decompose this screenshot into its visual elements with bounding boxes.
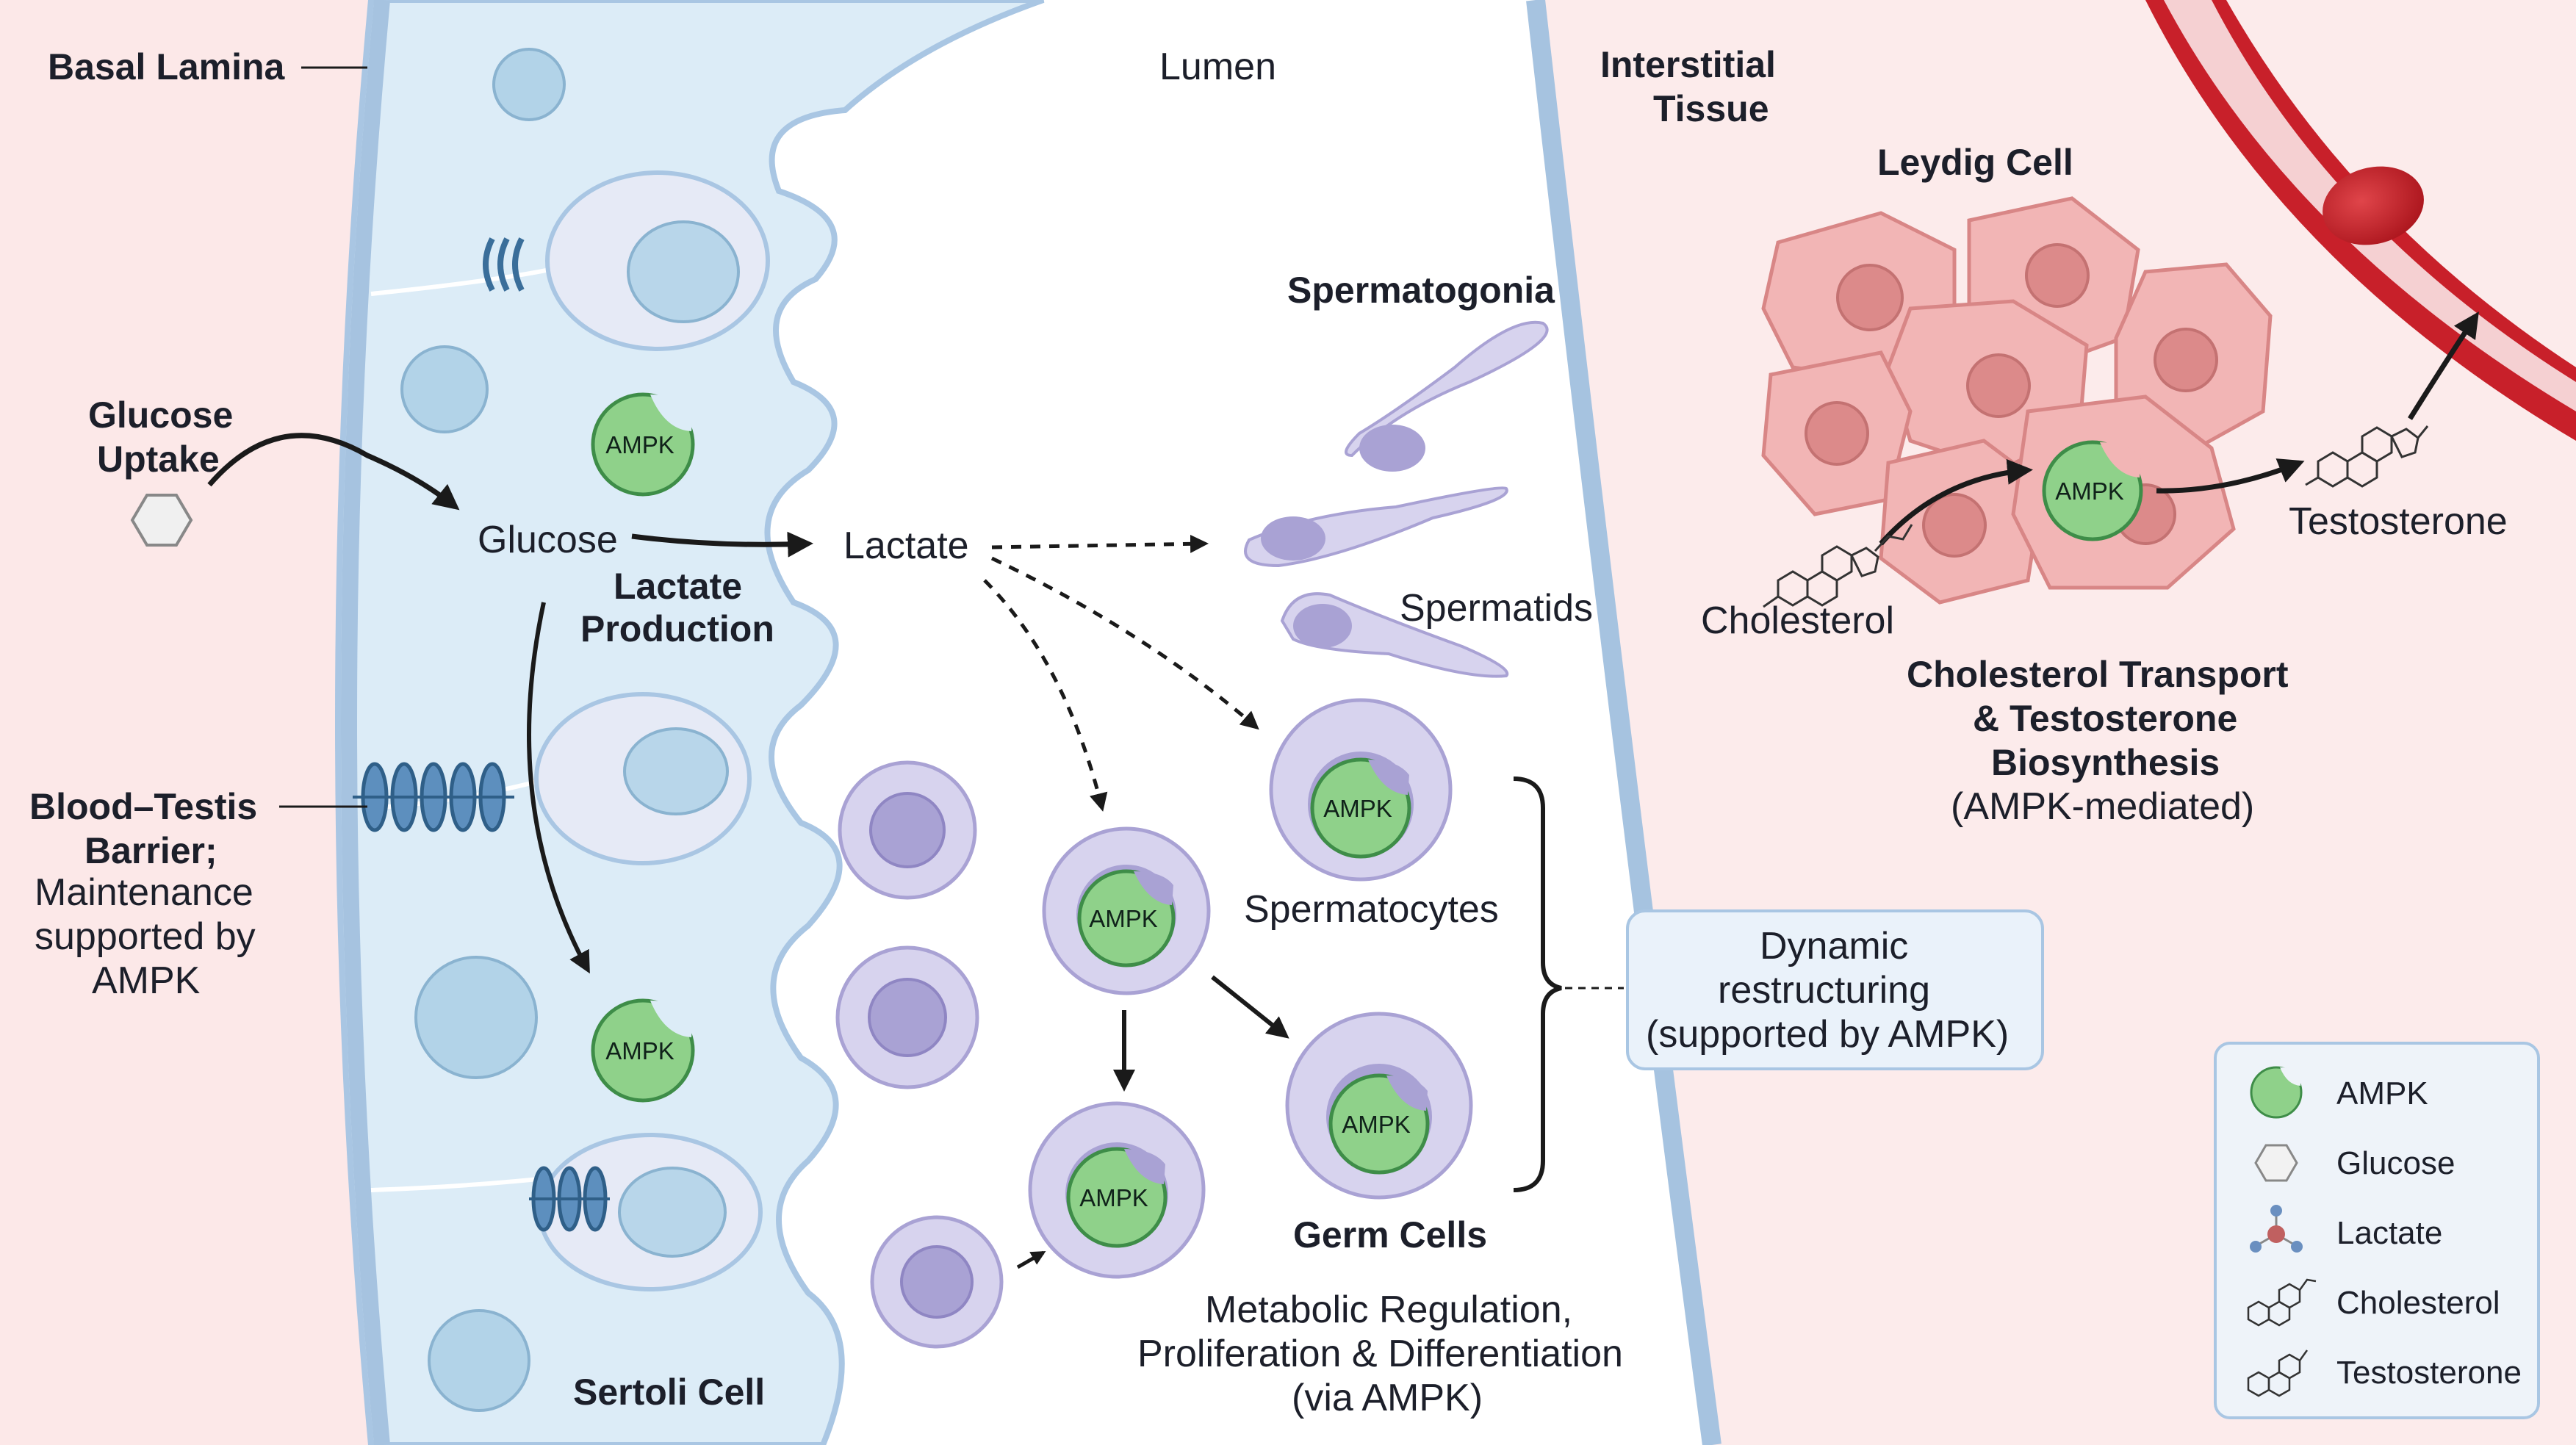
svg-text:AMPK: AMPK — [605, 431, 674, 458]
embedded-germ-cell — [545, 170, 770, 351]
glucose-uptake-label-line1: Glucose — [88, 394, 233, 436]
lactate-production-label-line1: Lactate — [614, 566, 742, 607]
ampk-icon: AMPK — [1310, 757, 1411, 859]
interstitial-left-background — [0, 0, 382, 1445]
glucose-label: Glucose — [478, 519, 618, 561]
germcell-small-arrow — [1016, 1250, 1046, 1269]
ampk-icon: AMPK — [1328, 1073, 1430, 1175]
germ-cell — [835, 945, 979, 1089]
svg-text:AMPK: AMPK — [605, 1037, 674, 1064]
spermatid — [1280, 592, 1509, 678]
btb-label-line2: Barrier; — [84, 830, 217, 871]
legend-testosterone-structure-icon — [2247, 1349, 2309, 1397]
legend-label-ampk: AMPK — [2336, 1075, 2428, 1111]
ampk-icon: AMPK — [591, 392, 695, 497]
svg-text:AMPK: AMPK — [1089, 905, 1158, 932]
germ-cell — [838, 760, 977, 900]
lumen-label: Lumen — [1159, 46, 1276, 88]
metabolic-regulation-label-line2: Proliferation & Differentiation — [1137, 1333, 1623, 1375]
ampk-icon: AMPK — [591, 998, 695, 1103]
glucose-uptake-arrow — [207, 433, 460, 511]
interstitial-label-line1: Interstitial — [1600, 44, 1776, 85]
cholesterol-structure-icon — [1763, 524, 1913, 608]
legend-glucose-hexagon-icon — [2254, 1144, 2298, 1182]
basal-lamina-label: Basal Lamina — [48, 46, 286, 87]
leydig-cell-label: Leydig Cell — [1877, 142, 2073, 183]
btb-label-line1: Blood–Testis — [29, 786, 257, 827]
ampk-to-testosterone-arrow — [2156, 458, 2305, 494]
tubule-wall-right — [1526, 0, 1721, 1445]
testosterone-label: Testosterone — [2289, 500, 2508, 543]
ampk-icon: AMPK — [2042, 440, 2143, 541]
legend-label-lactate: Lactate — [2336, 1215, 2442, 1251]
basal-lamina — [341, 0, 390, 1445]
svg-text:AMPK: AMPK — [2055, 478, 2124, 505]
germcell-diagonal-arrow — [1211, 975, 1289, 1039]
metabolic-regulation-label-line1: Metabolic Regulation, — [1205, 1289, 1572, 1331]
tight-junction — [483, 237, 525, 292]
spermatocytes-label: Spermatocytes — [1244, 888, 1499, 931]
svg-text:AMPK: AMPK — [1323, 795, 1392, 822]
btb-label-line4: supported by — [35, 915, 256, 958]
embedded-germ-cell — [534, 692, 752, 865]
spermatogonia-label: Spermatogonia — [1287, 270, 1555, 311]
btb-label-line5: AMPK — [92, 959, 201, 1002]
glucose-to-lactate-arrow — [631, 531, 813, 558]
legend: AMPK Glucose Lactate Cholesterol Testost… — [2214, 1042, 2540, 1419]
dynamic-restructuring-label-line3: (supported by AMPK) — [1646, 1013, 2009, 1056]
sertoli-nucleus — [492, 48, 566, 121]
sertoli-cell-label: Sertoli Cell — [573, 1372, 765, 1413]
lactate-to-germcell-arrow — [983, 579, 1108, 812]
legend-label-glucose: Glucose — [2336, 1145, 2455, 1181]
cholesterol-transport-label-line3: Biosynthesis — [1991, 742, 2220, 783]
spermatids-label: Spermatids — [1400, 587, 1593, 630]
red-blood-cell — [2323, 166, 2424, 245]
btb-label-line3: Maintenance — [35, 871, 253, 914]
spermatid — [1345, 320, 1549, 472]
legend-label-testosterone: Testosterone — [2336, 1355, 2522, 1391]
cholesterol-transport-label-line1: Cholesterol Transport — [1907, 654, 2289, 695]
cholesterol-to-ampk-arrow — [1879, 458, 2033, 546]
sertoli-nucleus — [428, 1309, 530, 1412]
sertoli-nucleus — [400, 345, 489, 433]
lactate-to-spermatocyte-arrow — [990, 556, 1259, 730]
glucose-hexagon-icon — [130, 494, 193, 547]
germ-cell-brace — [1513, 776, 1562, 1192]
sertoli-nucleus — [414, 956, 538, 1079]
dynamic-restructuring-label-line2: restructuring — [1718, 969, 1930, 1012]
lactate-to-spermatids-arrow — [991, 534, 1209, 553]
lactate-production-label-line2: Production — [580, 608, 774, 649]
glucose-uptake-label-line2: Uptake — [97, 439, 220, 480]
testosterone-to-vessel-arrow — [2408, 311, 2479, 420]
ampk-icon: AMPK — [1066, 1147, 1168, 1248]
cholesterol-transport-label-line4: (AMPK-mediated) — [1951, 785, 2254, 828]
dynamic-restructuring-label-line1: Dynamic — [1760, 925, 1908, 967]
interstitial-label-line2: Tissue — [1653, 88, 1769, 129]
cholesterol-transport-label-line2: & Testosterone — [1973, 698, 2237, 739]
metabolic-regulation-label-line3: (via AMPK) — [1292, 1377, 1483, 1419]
germ-cells-label: Germ Cells — [1293, 1214, 1487, 1255]
legend-ampk-icon — [2250, 1066, 2303, 1119]
blood-testis-barrier-junction — [353, 762, 514, 832]
dynamic-restructuring-box — [1626, 909, 2044, 1070]
germ-cell — [870, 1215, 1004, 1349]
svg-text:AMPK: AMPK — [1342, 1111, 1411, 1138]
testosterone-structure-icon — [2305, 425, 2429, 488]
spermatid — [1244, 486, 1508, 568]
legend-label-cholesterol: Cholesterol — [2336, 1285, 2500, 1321]
svg-text:AMPK: AMPK — [1079, 1184, 1148, 1211]
glucose-to-ampk-arrow — [527, 602, 590, 974]
cholesterol-label: Cholesterol — [1701, 599, 1894, 642]
ampk-icon: AMPK — [1077, 869, 1176, 967]
tight-junction — [529, 1166, 610, 1232]
leydig-nuclei — [1805, 243, 2218, 558]
legend-lactate-molecule-icon — [2250, 1205, 2303, 1253]
lactate-label: Lactate — [843, 525, 969, 567]
legend-cholesterol-structure-icon — [2247, 1278, 2317, 1327]
